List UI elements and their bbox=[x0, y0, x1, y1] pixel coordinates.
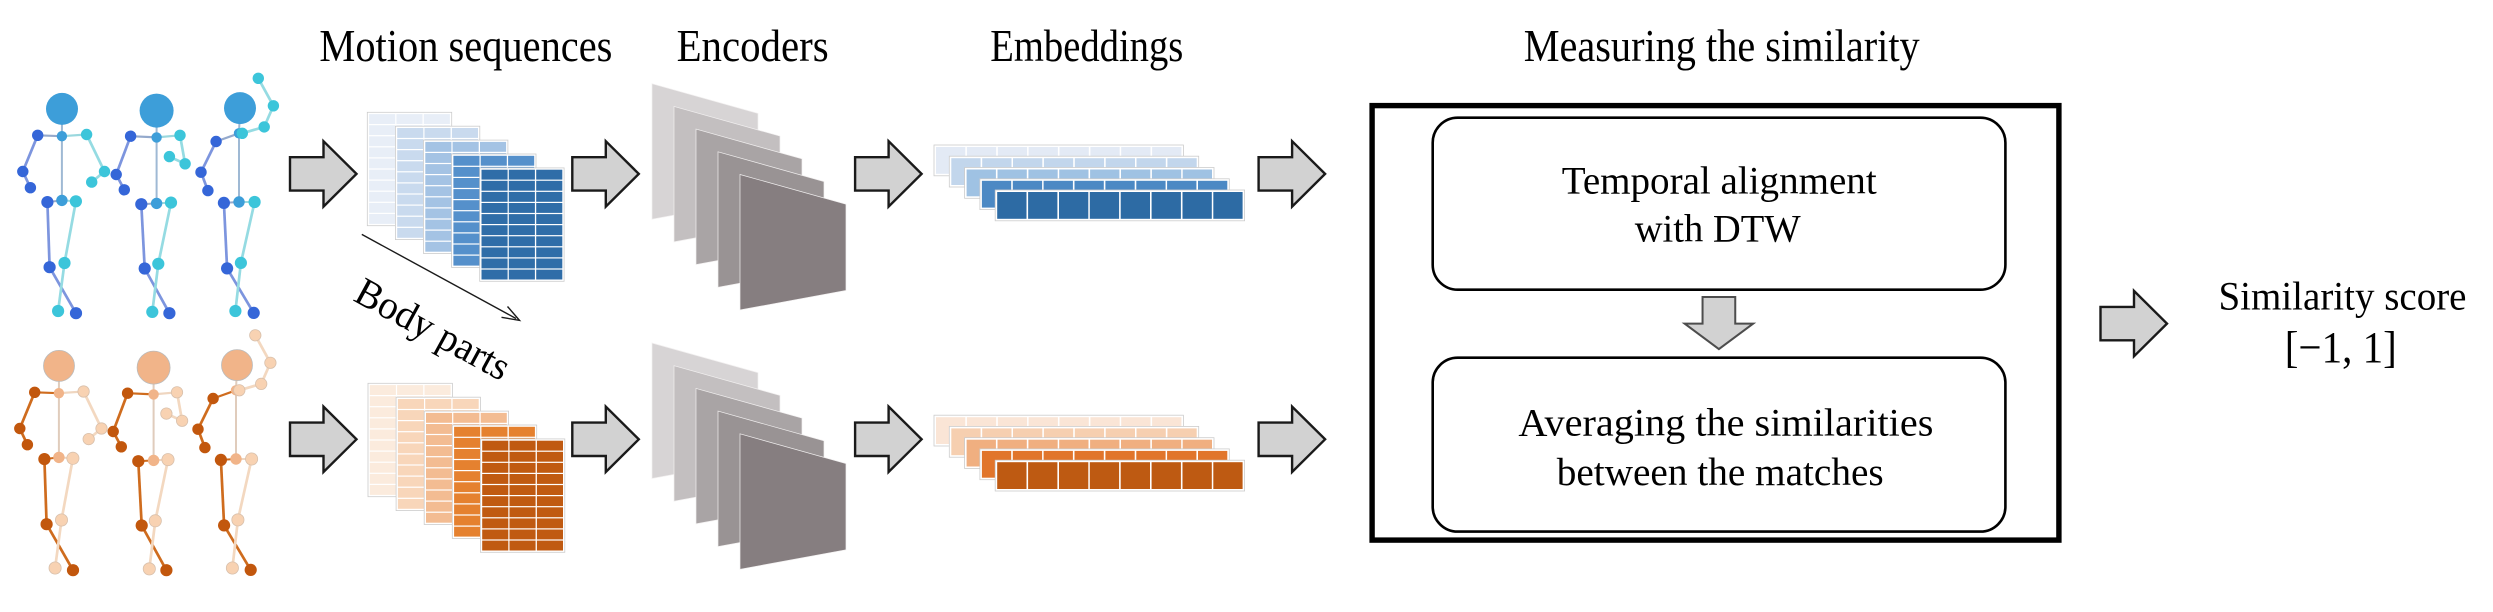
svg-text:Temporal alignment: Temporal alignment bbox=[1562, 160, 1877, 203]
svg-text:Measuring the similarity: Measuring the similarity bbox=[1524, 20, 1920, 71]
svg-text:with DTW: with DTW bbox=[1635, 208, 1801, 251]
svg-text:Encoders: Encoders bbox=[677, 20, 829, 71]
svg-text:Embeddings: Embeddings bbox=[990, 20, 1183, 71]
svg-text:Averaging the similarities: Averaging the similarities bbox=[1518, 402, 1933, 445]
svg-text:Motion sequences: Motion sequences bbox=[319, 20, 612, 71]
svg-text:Similarity score: Similarity score bbox=[2219, 273, 2467, 318]
svg-text:between the matches: between the matches bbox=[1557, 451, 1884, 494]
svg-text:[−1, 1]: [−1, 1] bbox=[2285, 323, 2397, 372]
